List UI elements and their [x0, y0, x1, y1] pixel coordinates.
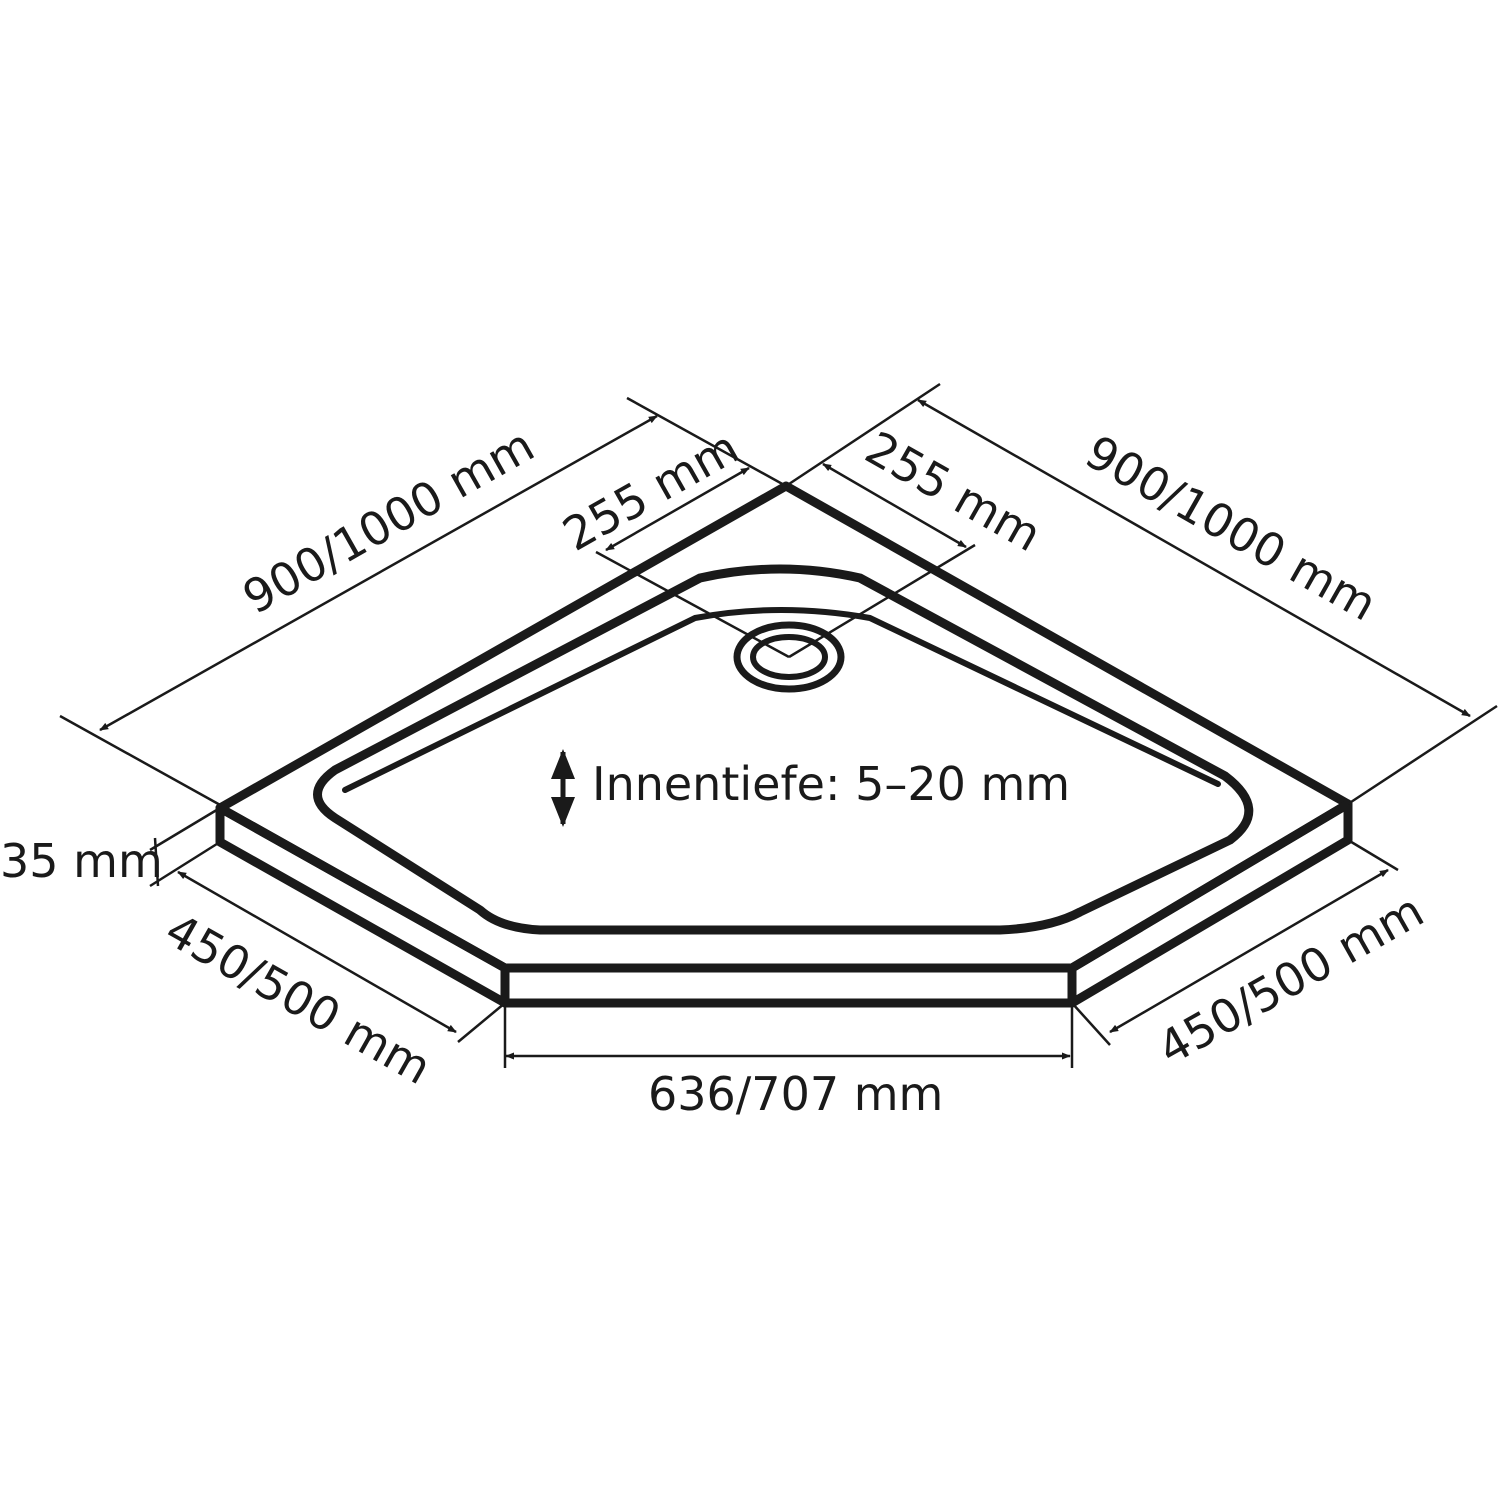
dimension-lines — [99, 398, 1471, 1060]
dim-top-left — [99, 414, 658, 732]
dim-bottom-right — [1109, 868, 1389, 1034]
extension-lines — [59, 382, 1498, 1068]
label-top-left: 900/1000 mm — [234, 418, 543, 625]
dim-bottom-left — [177, 870, 457, 1034]
dim-top-right — [917, 398, 1471, 718]
tray-top-surface — [215, 481, 1353, 973]
dim-height — [153, 837, 160, 887]
dim-drain-right — [822, 462, 967, 549]
label-top-right: 900/1000 mm — [1077, 425, 1386, 632]
tray-basin — [313, 564, 1254, 935]
label-front: 636/707 mm — [648, 1067, 943, 1121]
label-inner-depth: Innentiefe: 5–20 mm — [592, 757, 1070, 811]
dim-drain-left — [605, 466, 750, 552]
label-height: 35 mm — [0, 834, 163, 888]
shower-tray — [215, 481, 1353, 1008]
label-drain-left: 255 mm — [554, 420, 748, 562]
tray-side-front — [500, 963, 1077, 1008]
label-bottom-right: 450/500 mm — [1149, 883, 1433, 1075]
